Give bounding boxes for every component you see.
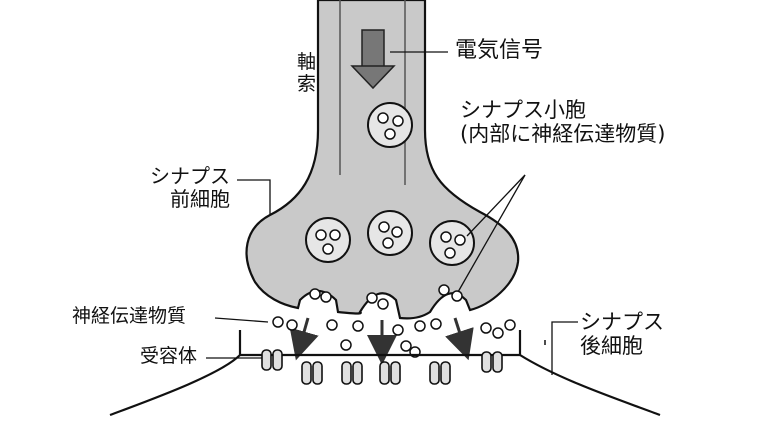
postsynaptic-membrane — [109, 330, 242, 417]
postsynaptic-cell-label: シナプス 後細胞 — [580, 310, 664, 359]
leader-lines — [206, 51, 578, 375]
signal-arrow-shaft — [361, 29, 385, 69]
signal-arrow-head — [350, 65, 396, 90]
receptor-label: 受容体 — [140, 345, 198, 367]
axon-label: 軸 索 — [297, 51, 317, 95]
release-arrows — [289, 317, 474, 365]
receptors — [261, 349, 503, 385]
postsynaptic-membrane-right — [518, 330, 661, 417]
presynaptic-cell-label: シナプス 前細胞 — [150, 164, 230, 211]
neurotransmitter-label: 神経伝達物質 — [72, 305, 187, 327]
synaptic-vesicle-label: シナプス小胞 (内部に神経伝達物質) — [460, 98, 666, 147]
electric-signal-label: 電気信号 — [455, 38, 544, 63]
synaptic-vesicles — [305, 102, 475, 310]
neurotransmitter-molecules — [272, 316, 516, 358]
